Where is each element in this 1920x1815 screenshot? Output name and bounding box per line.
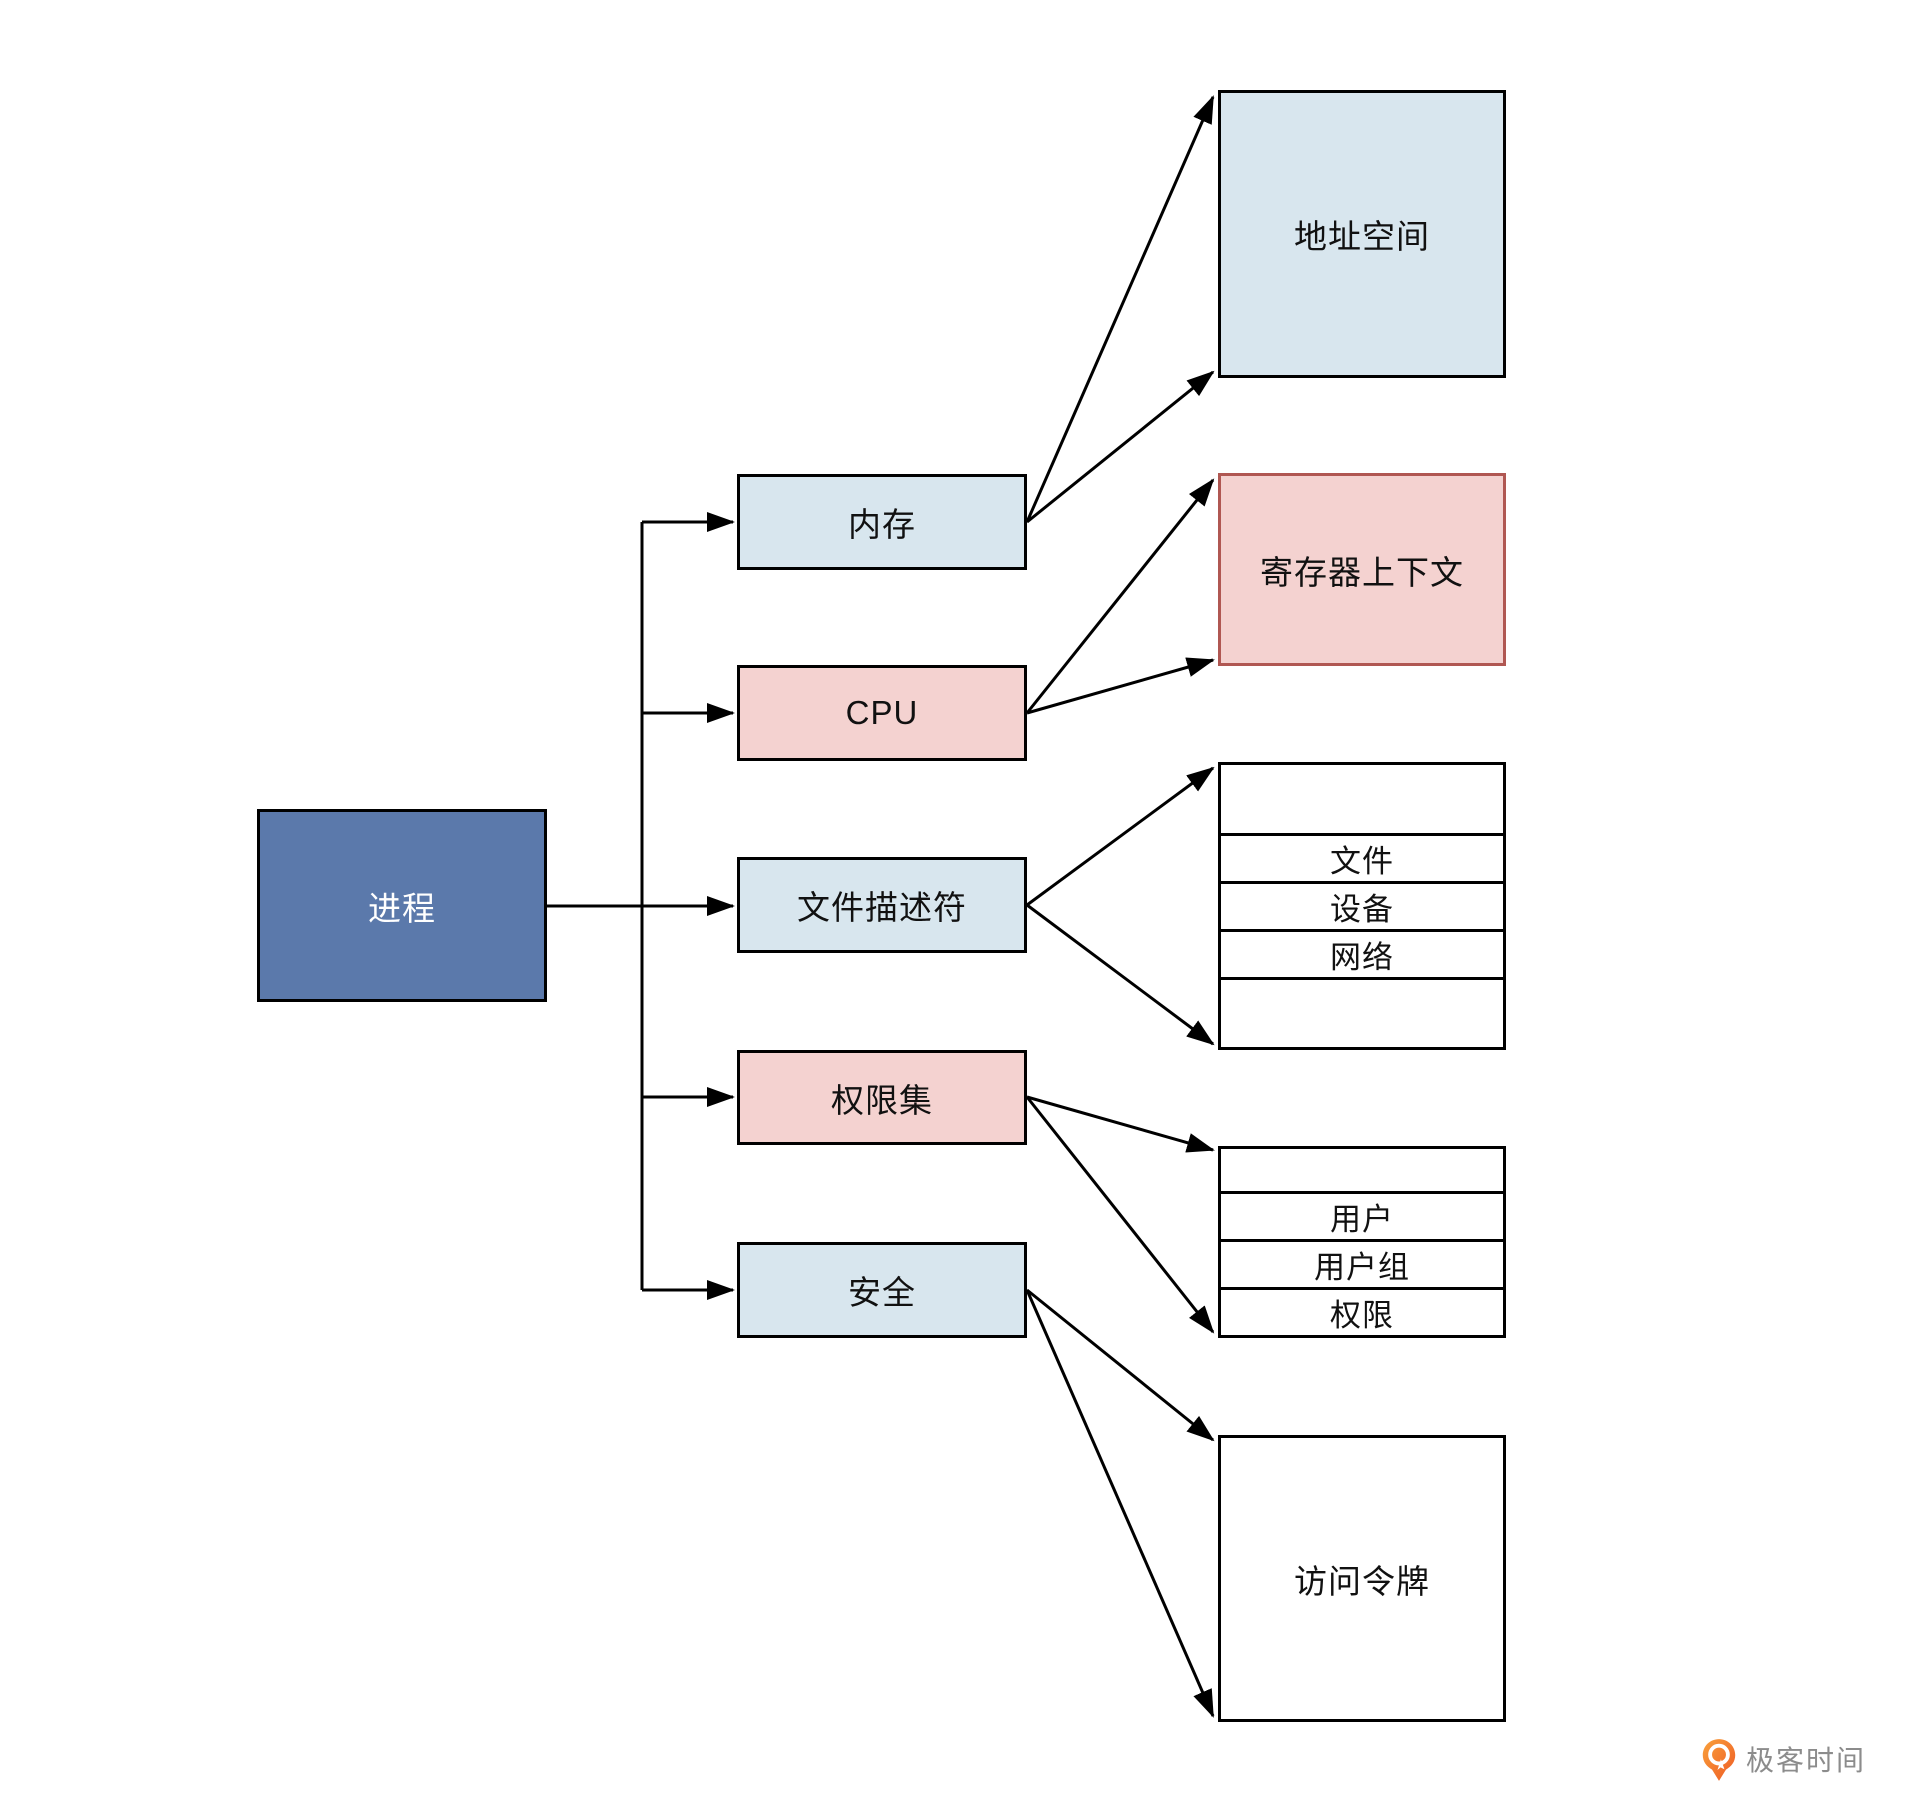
table-row: 用户组 — [1221, 1239, 1503, 1287]
node-permission-set: 权限集 — [737, 1050, 1027, 1145]
node-file-descriptor: 文件描述符 — [737, 857, 1027, 953]
node-memory: 内存 — [737, 474, 1027, 570]
node-register-context: 寄存器上下文 — [1218, 473, 1506, 666]
geektime-pin-icon — [1702, 1739, 1736, 1781]
node-security: 安全 — [737, 1242, 1027, 1338]
watermark-logo: 极客时间 — [1702, 1738, 1866, 1782]
node-address-space: 地址空间 — [1218, 90, 1506, 378]
table-row: 设备 — [1221, 880, 1503, 929]
node-cpu: CPU — [737, 665, 1027, 761]
table-row: 权限 — [1221, 1287, 1503, 1335]
table-row: 文件 — [1221, 832, 1503, 881]
table-row — [1221, 765, 1503, 833]
table-row — [1221, 976, 1503, 1048]
watermark-text: 极客时间 — [1746, 1745, 1867, 1776]
table-row — [1221, 1149, 1503, 1191]
node-access-token: 访问令牌 — [1218, 1435, 1506, 1722]
permission-table: 用户 用户组 权限 — [1218, 1146, 1506, 1338]
file-descriptor-table: 文件 设备 网络 — [1218, 762, 1506, 1050]
table-row: 网络 — [1221, 928, 1503, 977]
node-process: 进程 — [257, 809, 547, 1002]
table-row: 用户 — [1221, 1191, 1503, 1239]
